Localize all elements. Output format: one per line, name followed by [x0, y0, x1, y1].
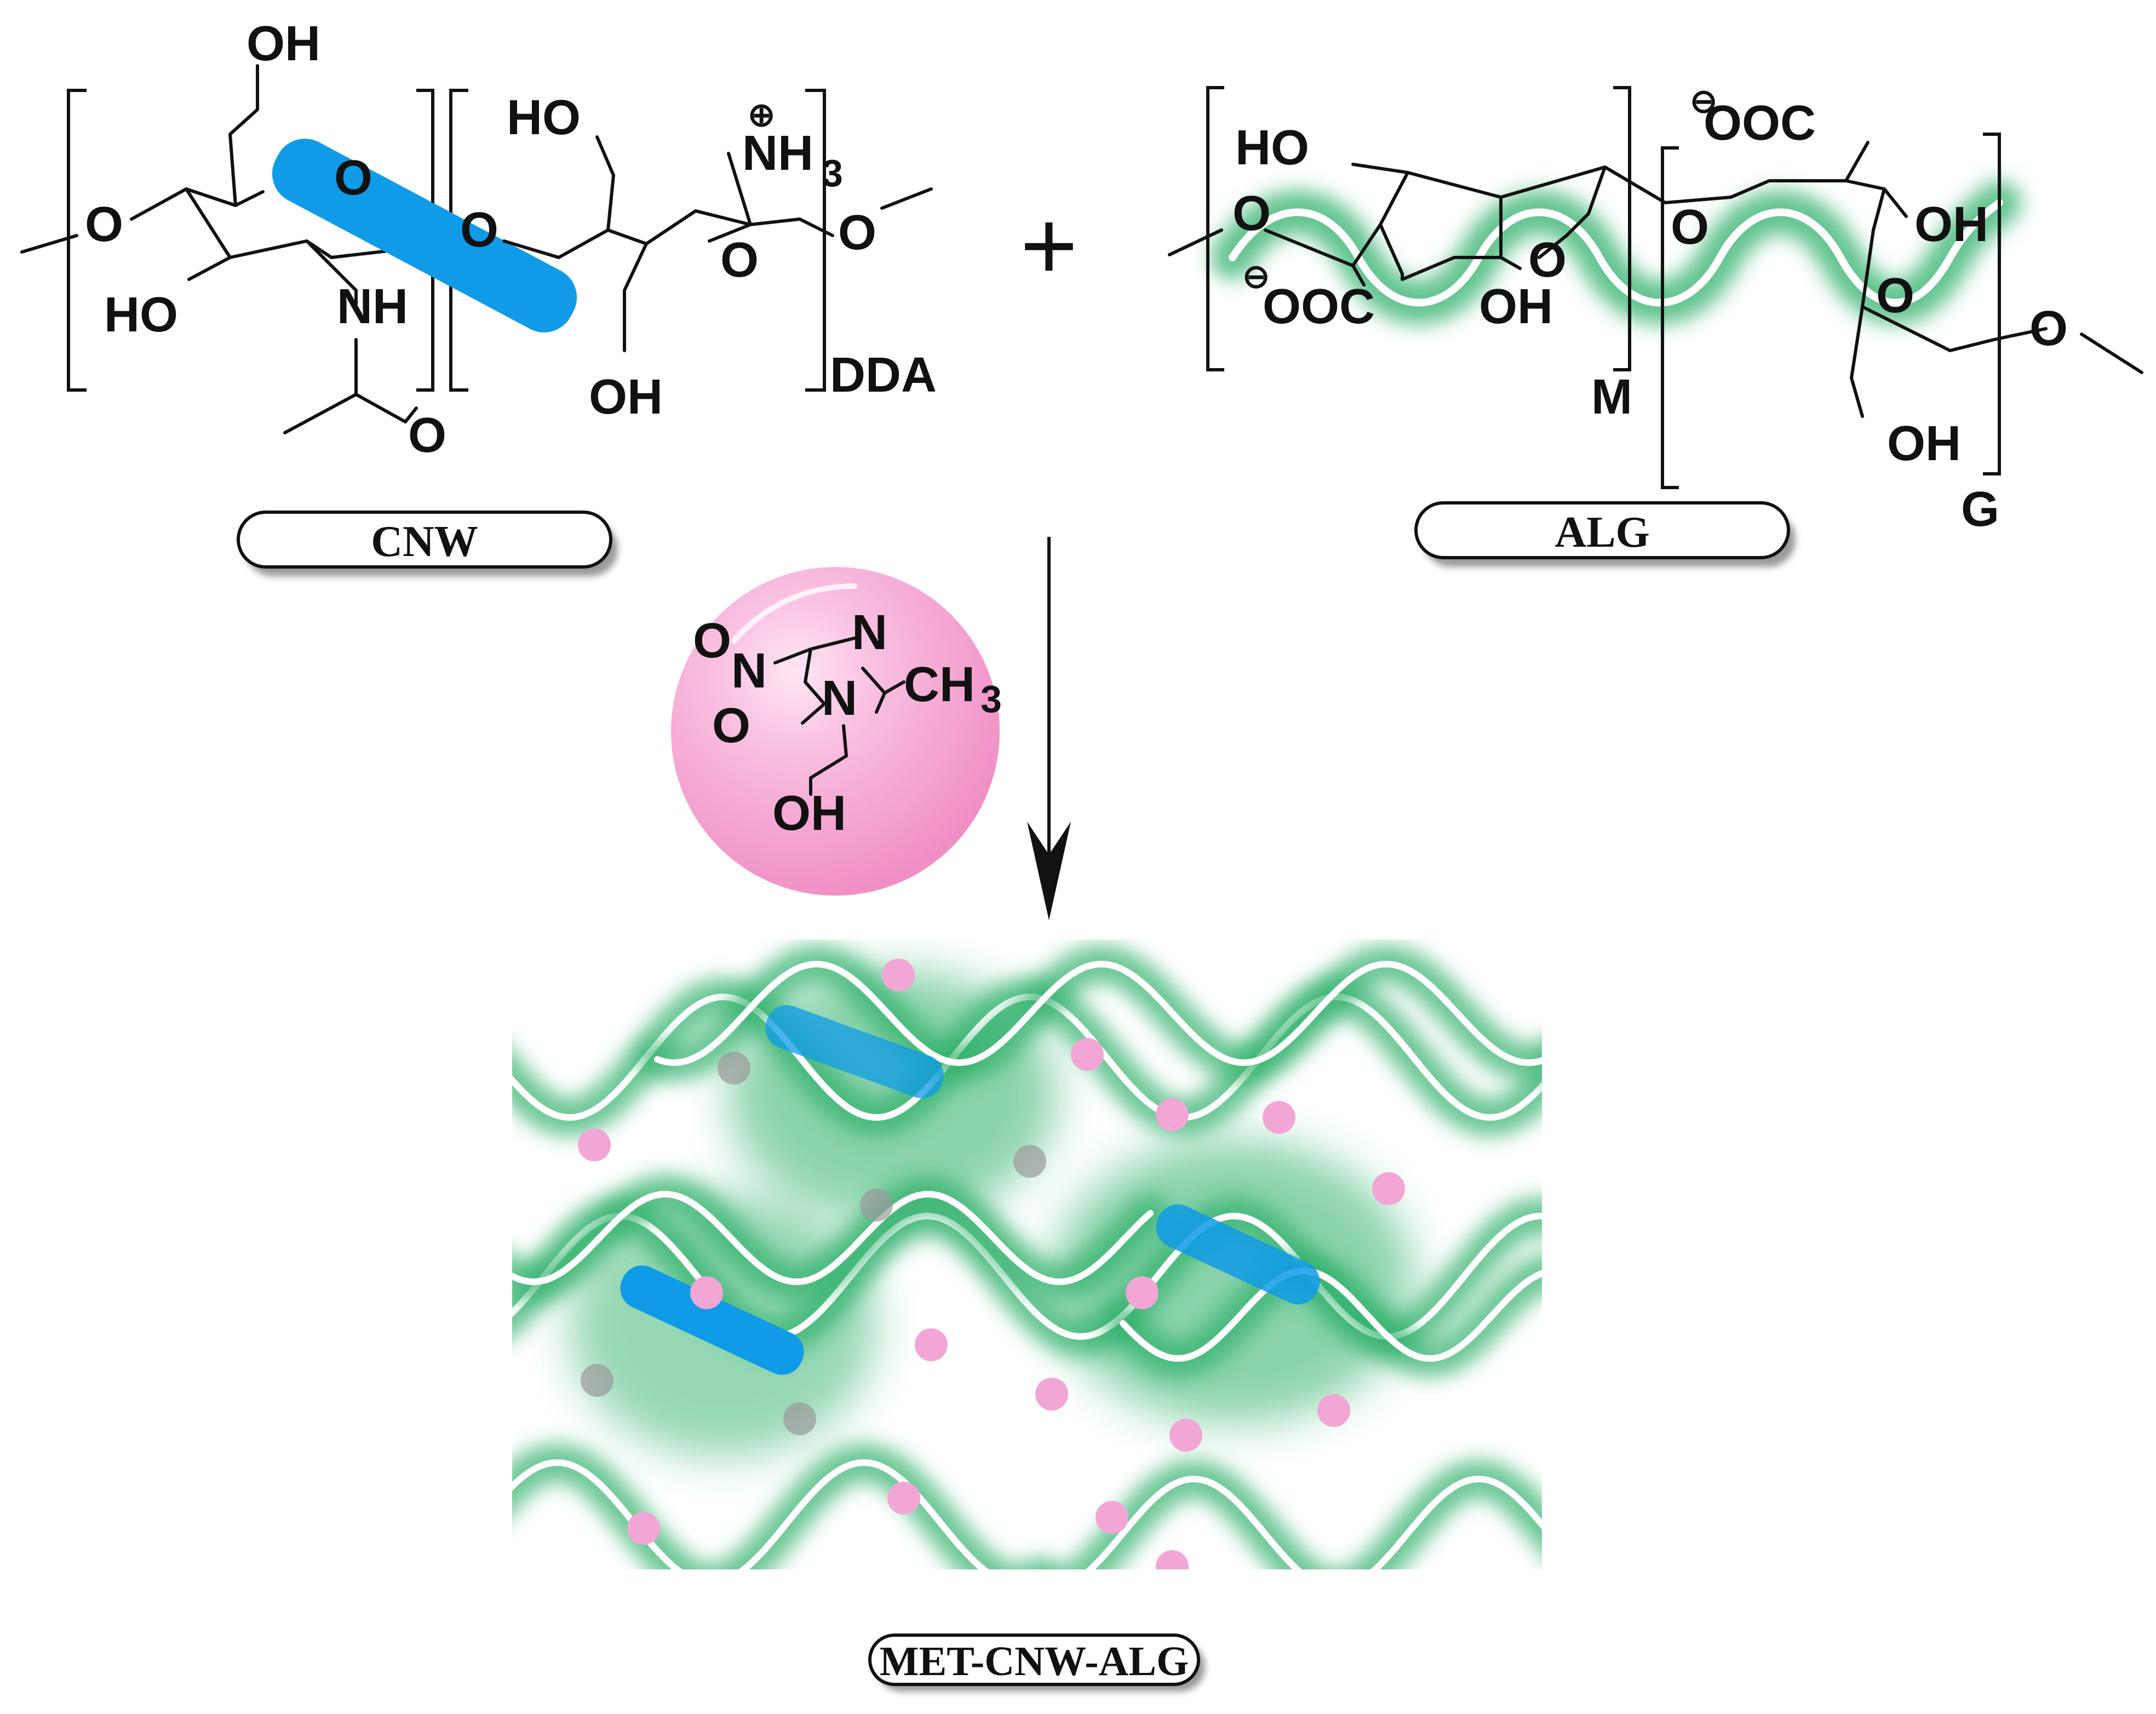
cnw-label-box [237, 511, 612, 569]
cnw-o-carbonyl: O [408, 408, 446, 463]
drug-dot [915, 1328, 948, 1361]
drug-sphere-body [671, 567, 1000, 896]
drug-ch3: CH [904, 657, 975, 712]
alg-oh-bottom: OH [1887, 416, 1961, 471]
drug-ch3-subscript: 3 [980, 678, 1002, 720]
alg-right-bracket [1983, 133, 2001, 475]
cnw-nh: NH [337, 279, 408, 334]
alg-o-ring2: O [1876, 268, 1914, 323]
cnw-o-ring1: O [334, 151, 372, 205]
dot-layer [578, 959, 1405, 1569]
cnw-repeat-dda: DDA [830, 348, 937, 403]
drug-sphere-highlight [731, 583, 857, 644]
cnw-o-link: O [460, 203, 498, 257]
cnw-oh-bottom: OH [589, 370, 663, 425]
cnw-oh-top: OH [246, 16, 320, 71]
alg-ooc1: OOC [1263, 279, 1375, 334]
product-composite [512, 939, 1542, 1569]
crosslink-dot [581, 1364, 613, 1397]
arrow-head [1027, 822, 1071, 920]
drug-dot [1263, 1101, 1295, 1134]
crosslink-dot [718, 1052, 750, 1085]
drug-dot [1317, 1394, 1350, 1427]
cnw-o-right: O [838, 205, 876, 260]
drug-dot [1169, 1419, 1202, 1452]
alg-mid-bracket-b [1661, 146, 1679, 489]
product-label-box [868, 1633, 1200, 1686]
drug-dot [1096, 1501, 1128, 1534]
crosslink-dot [1013, 1145, 1046, 1178]
cnw-o-left: O [85, 197, 123, 252]
wave-layer [512, 944, 1542, 1569]
alg-ooc2: OOC [1704, 96, 1816, 151]
composite-rod-2 [620, 1265, 804, 1375]
drug-oh: OH [772, 786, 846, 841]
composite-wave-core [512, 1459, 989, 1569]
drug-dot [1372, 1172, 1405, 1205]
alg-o-link: O [1671, 200, 1709, 255]
drug-dot [1126, 1276, 1159, 1309]
composite-rod-3 [1156, 1204, 1320, 1305]
cnw-right-bracket [805, 89, 826, 392]
alg-ring-bonds [1168, 141, 2143, 418]
composite-wave-core [512, 1190, 1154, 1286]
cnw-nh3-subscript: 3 [822, 152, 843, 194]
alg-oh-right: OH [1914, 197, 1988, 252]
alg-o-right: O [2029, 301, 2068, 356]
alg-minus2: ⊖ [1690, 83, 1717, 119]
crosslink-dot [783, 1402, 816, 1435]
drug-dot [578, 1128, 611, 1161]
drug-n-top: N [852, 605, 887, 660]
drug-o-nitro1: O [693, 614, 731, 668]
cnw-ring2-bonds [502, 135, 933, 352]
alg-left-bracket [1206, 86, 1224, 371]
cnw-nanowhisker-rod [272, 139, 577, 333]
cnw-left-bracket [67, 89, 87, 392]
cnw-carbonyl-bond [404, 406, 418, 423]
alg-o-left: O [1232, 186, 1271, 241]
drug-bonds [773, 637, 905, 796]
drug-dot [690, 1276, 723, 1309]
drug-dot [1156, 1550, 1189, 1569]
alg-label-box [1414, 501, 1790, 559]
cnw-ho-top2: HO [507, 90, 581, 145]
drug-sphere: N N O N O CH 3 OH [671, 567, 1002, 896]
product-label-group: MET-CNW-ALG [868, 1633, 1205, 1692]
alg-minus1: ⊖ [1242, 258, 1270, 295]
composite-wave-core [654, 960, 1542, 1067]
cnw-label: CNW [371, 518, 478, 566]
cnw-structure: OH O HO O NH O O HO NH 3 ⊕ O OH O DDA CN… [20, 16, 937, 576]
composite-wave-core [1120, 1267, 1542, 1362]
alg-mid-bracket-a [1613, 86, 1631, 371]
cnw-o-ring2: O [720, 233, 759, 288]
drug-dot [882, 959, 915, 991]
alg-repeat-g: G [1961, 482, 1999, 537]
drug-dot [1071, 1038, 1104, 1071]
plus-operator: + [1020, 191, 1077, 301]
composite-wave-core [1085, 1475, 1542, 1569]
reaction-arrow [1027, 537, 1071, 920]
drug-dot [887, 1482, 920, 1515]
alg-structure: HO O ⊖ OOC O OH O ⊖ OOC OH O OH O M G AL… [1168, 83, 2143, 567]
composite-rod-1 [765, 1005, 944, 1099]
crosslink-dot [860, 1189, 893, 1222]
alg-oh-mid: OH [1479, 279, 1553, 334]
alg-ho-top: HO [1235, 121, 1309, 175]
cnw-plus-charge: ⊕ [748, 96, 775, 133]
drug-n-ring: N [822, 671, 857, 726]
drug-o-nitro2: O [712, 698, 750, 753]
cnw-nh3: NH [742, 126, 813, 181]
alg-o-ring1: O [1528, 233, 1567, 288]
drug-dot [1156, 1098, 1189, 1131]
alg-repeat-m: M [1591, 370, 1632, 425]
cnw-ho-left: HO [104, 288, 178, 342]
drug-dot [627, 1512, 660, 1545]
drug-dot [1035, 1378, 1068, 1411]
product-label: MET-CNW-ALG [880, 1638, 1189, 1684]
alg-label: ALG [1555, 508, 1649, 557]
drug-n-nitro: N [731, 644, 767, 698]
alg-helix-core [1229, 199, 2003, 307]
